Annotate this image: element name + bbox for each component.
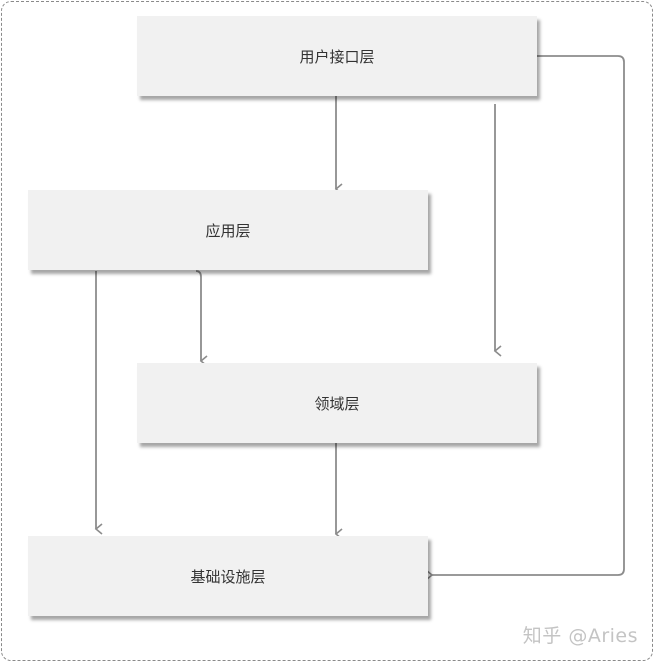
edge-app-domain	[195, 270, 208, 367]
edge-ui-infra	[425, 55, 625, 581]
watermark: 知乎 @Aries	[522, 625, 638, 647]
node-label: 基础设施层	[190, 567, 266, 586]
node-domain-layer: 领域层	[137, 363, 537, 443]
node-label: 用户接口层	[299, 47, 375, 66]
node-label: 领域层	[314, 394, 360, 413]
node-application-layer: 应用层	[28, 190, 428, 270]
node-label: 应用层	[205, 221, 251, 240]
node-user-interface-layer: 用户接口层	[137, 16, 537, 96]
node-infrastructure-layer: 基础设施层	[28, 536, 428, 616]
